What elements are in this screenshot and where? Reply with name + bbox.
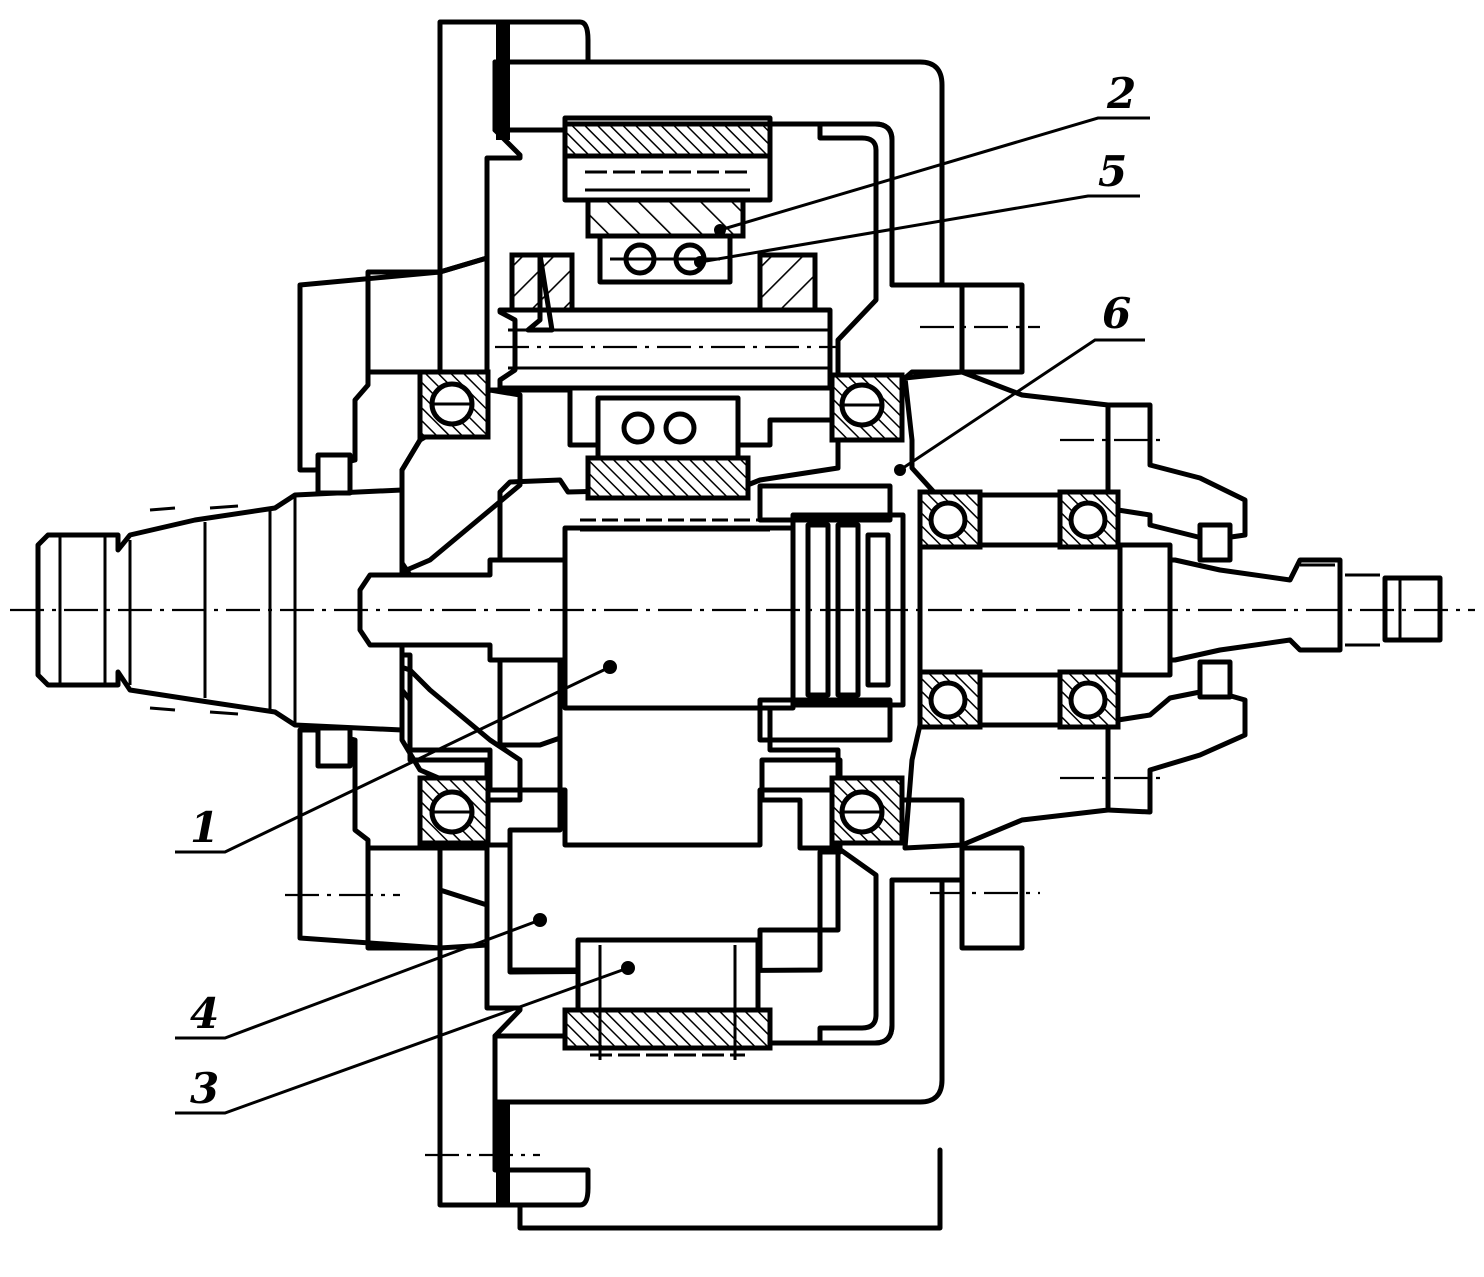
callout-label-2: 2 — [1106, 69, 1136, 118]
center-lines — [10, 325, 1475, 1157]
callout-label-4: 4 — [190, 989, 219, 1038]
carrier-ball-bearings — [417, 369, 905, 846]
callout-label-1: 1 — [190, 803, 219, 852]
output-shaft — [917, 489, 1443, 730]
bottom-planet-gear — [562, 937, 773, 1060]
input-shaft — [35, 452, 405, 769]
callout-label-3: 3 — [190, 1064, 219, 1113]
callout-label-6: 6 — [1102, 289, 1131, 338]
callout-label-5: 5 — [1098, 147, 1127, 196]
top-planet-gear — [497, 121, 833, 391]
callout-leaders — [175, 116, 1150, 1115]
middle-bearing — [585, 395, 751, 501]
